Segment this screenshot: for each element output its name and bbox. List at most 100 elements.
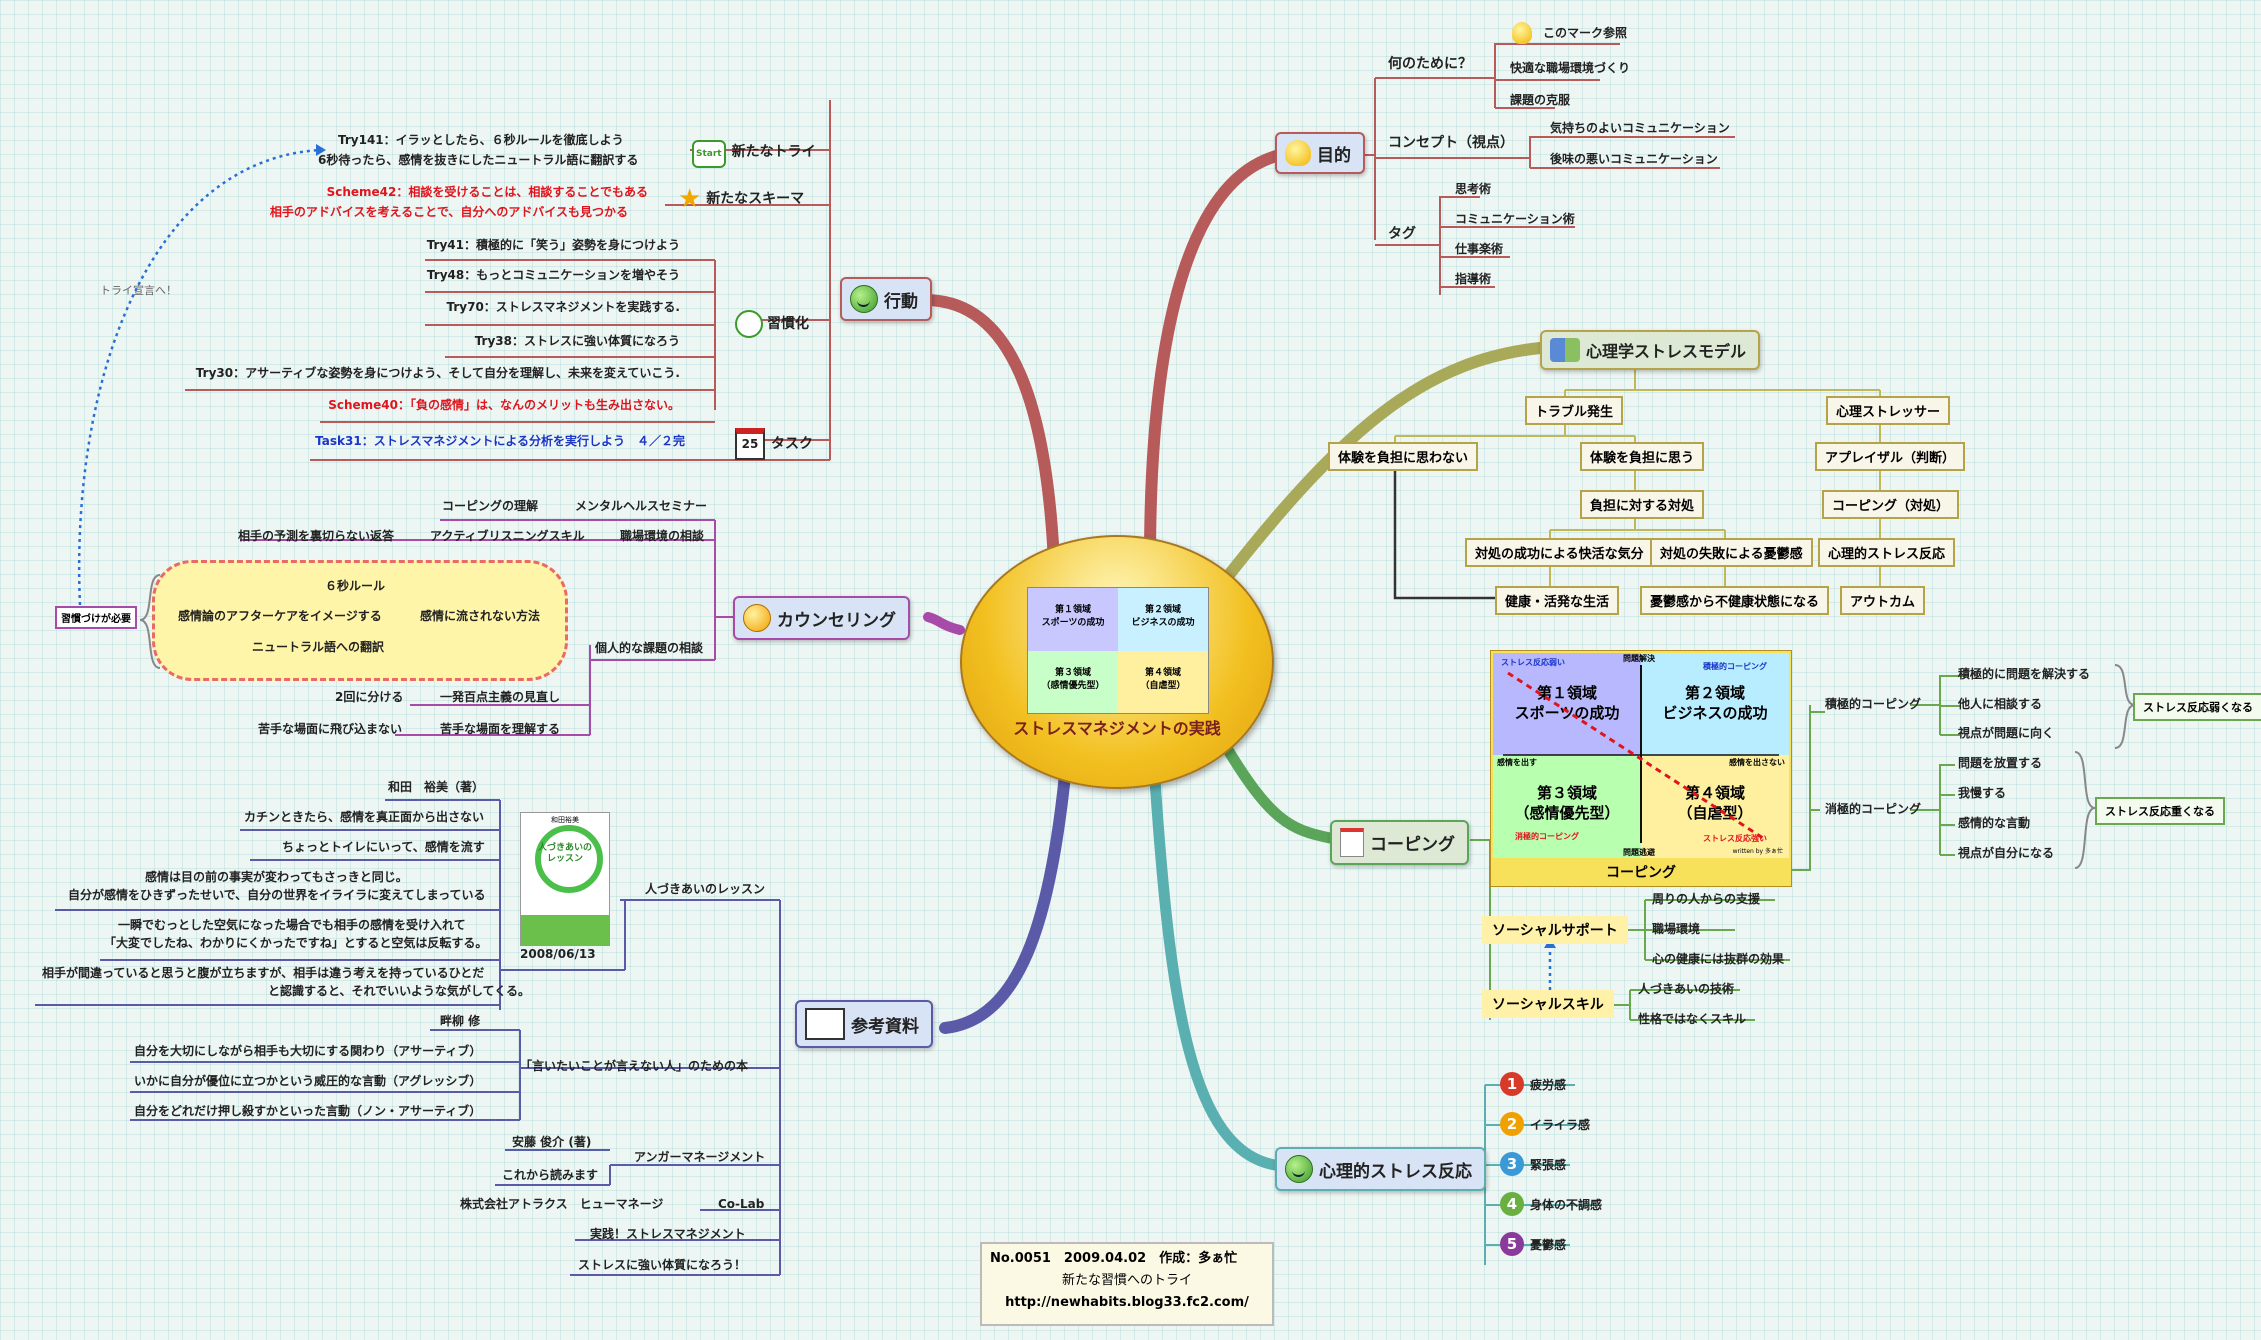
nikai[interactable]: 2回に分ける (335, 690, 404, 704)
habit-6[interactable]: Scheme40：「負の感情」は、なんのメリットも生み出さない。 (328, 398, 680, 412)
book1[interactable]: 人づきあいのレッスン (645, 882, 766, 896)
book1-e1[interactable]: 相手が間違っていると思うと腹が立ちますが、相手は違う考えを持っているひとだ (42, 966, 485, 980)
shokyoku[interactable]: 消極的コーピング (1825, 802, 1922, 816)
book2-b[interactable]: いかに自分が優位に立つかという威圧的な言動（アグレッシブ） (134, 1074, 482, 1088)
model-omowanai[interactable]: 体験を負担に思わない (1328, 442, 1479, 471)
kaiteki[interactable]: 快適な職場環境づくり (1510, 61, 1631, 75)
book1-date[interactable]: 2008/06/13 (520, 947, 596, 961)
mental-seminar[interactable]: メンタルヘルスセミナー (575, 499, 708, 513)
try141-a[interactable]: Try141：イラッとしたら、６秒ルールを徹底しよう (338, 133, 624, 147)
book2-c[interactable]: 自分をどれだけ押し殺すかといった言動（ノン・アサーティブ） (134, 1104, 482, 1118)
kadai[interactable]: 課題の克服 (1510, 93, 1571, 107)
tag-3[interactable]: 仕事楽術 (1455, 242, 1504, 256)
try141-b[interactable]: 6秒待ったら、感情を抜きにしたニュートラル語に翻訳する (318, 153, 639, 167)
coping-rikai[interactable]: コーピングの理解 (442, 499, 539, 513)
active-listening[interactable]: アクティブリスニングスキル (430, 529, 585, 543)
sekkyoku-3[interactable]: 視点が問題に向く (1958, 726, 2055, 740)
tag[interactable]: タグ (1388, 226, 1416, 242)
model-seiko[interactable]: 対処の成功による快活な気分 (1465, 538, 1654, 567)
nigate-rikai[interactable]: 苦手な場面を理解する (440, 722, 561, 736)
book2-a[interactable]: 自分を大切にしながら相手も大切にする関わり（アサーティブ） (134, 1044, 482, 1058)
book1-c2[interactable]: 自分が感情をひきずったせいで、自分の世界をイライラに変えてしまっている (68, 888, 486, 902)
nagasarenai[interactable]: 感情に流されない方法 (420, 609, 541, 623)
social-skill[interactable]: ソーシャルスキル (1482, 990, 1614, 1018)
branch-model[interactable]: 心理学ストレスモデル (1540, 330, 1761, 370)
kore-kara[interactable]: これから読みます (502, 1168, 599, 1182)
shokyoku-3[interactable]: 感情的な言動 (1958, 816, 2031, 830)
nigate-tobikomu[interactable]: 苦手な場面に飛び込まない (258, 722, 403, 736)
colab[interactable]: Co-Lab (718, 1197, 765, 1211)
shokuba-sodan[interactable]: 職場環境の相談 (620, 529, 705, 543)
book1-c1[interactable]: 感情は目の前の事実が変わってもさっきと同じ。 (145, 870, 408, 884)
tag-1[interactable]: 思考術 (1455, 182, 1492, 196)
branch-koudou[interactable]: 行動 (840, 277, 932, 321)
task31[interactable]: Task31：ストレスマネジメントによる分析を実行しよう ４／２完 (315, 434, 685, 448)
model-yuutsu[interactable]: 憂鬱感から不健康状態になる (1640, 586, 1830, 615)
book1-d1[interactable]: 一瞬でむっとした空気になった場合でも相手の感情を受け入れて (118, 918, 466, 932)
book1-d2[interactable]: 「大変でしたね、わかりにくかったですね」とすると空気は反転する。 (104, 936, 488, 950)
sk-2[interactable]: 性格ではなくスキル (1638, 1012, 1747, 1026)
scheme-label[interactable]: ★ 新たなスキーマ (678, 186, 804, 212)
shokyoku-2[interactable]: 我慢する (1958, 786, 2007, 800)
tag-4[interactable]: 指導術 (1455, 272, 1492, 286)
neutral-honyaku[interactable]: ニュートラル語への翻訳 (252, 640, 385, 654)
scheme42-b[interactable]: 相手のアドバイスを考えることで、自分へのアドバイスも見つかる (269, 205, 628, 219)
branch-mokuteki[interactable]: 目的 (1275, 132, 1365, 174)
habit-2[interactable]: Try48：もっとコミュニケーションを増やそう (426, 268, 680, 282)
model-stressor[interactable]: 心理ストレッサー (1826, 396, 1951, 425)
after-care[interactable]: 感情論のアフターケアをイメージする (178, 609, 382, 623)
atrax[interactable]: 株式会社アトラクス ヒューマネージ (460, 1197, 664, 1211)
sk-1[interactable]: 人づきあいの技術 (1638, 982, 1735, 996)
note-weak[interactable]: ストレス反応弱くなる (2133, 693, 2261, 721)
yosoku[interactable]: 相手の予測を裏切らない返答 (238, 529, 395, 543)
model-outcome[interactable]: アウトカム (1840, 586, 1926, 615)
sekkyoku-2[interactable]: 他人に相談する (1958, 697, 2043, 711)
sekkyoku-1[interactable]: 積極的に問題を解決する (1958, 667, 2091, 681)
kojin-kadai[interactable]: 個人的な課題の相談 (595, 641, 704, 655)
center-topic[interactable]: 第１領域 スポーツの成功 第２領域 ビジネスの成功 第３領域 （感情優先型） 第… (960, 535, 1274, 789)
ss-1[interactable]: 周りの人からの支援 (1652, 892, 1761, 906)
book1-e2[interactable]: と認識すると、それでいいような気がしてくる。 (268, 984, 530, 998)
branch-sanko[interactable]: 参考資料 (795, 1000, 933, 1048)
book1-a[interactable]: カチンときたら、感情を真正面から出さない (244, 810, 485, 824)
six-rule[interactable]: ６秒ルール (325, 579, 386, 593)
model-omou[interactable]: 体験を負担に思う (1580, 442, 1705, 471)
ss-2[interactable]: 職場環境 (1652, 922, 1701, 936)
nanno-tame[interactable]: 何のために？ (1388, 56, 1472, 72)
habit-1[interactable]: Try41：積極的に「笑う」姿勢を身につけよう (426, 238, 680, 252)
model-kenko[interactable]: 健康・活発な生活 (1495, 586, 1620, 615)
anger[interactable]: アンガーマネージメント (634, 1150, 766, 1164)
concept-1[interactable]: 気持ちのよいコミュニケーション (1550, 121, 1730, 135)
anger-author[interactable]: 安藤 俊介 (著) (512, 1135, 592, 1149)
model-hannou[interactable]: 心理的ストレス反応 (1818, 538, 1956, 567)
model-coping[interactable]: コーピング（対処） (1822, 490, 1960, 519)
habit-3[interactable]: Try70：ストレスマネジメントを実践する. (446, 300, 680, 314)
jissen[interactable]: 実践！ストレスマネジメント (590, 1227, 746, 1241)
habit-5[interactable]: Try30：アサーティブな姿勢を身につけよう、そして自分を理解し、未来を変えてい… (195, 366, 680, 380)
tsuyoi-taishitsu[interactable]: ストレスに強い体質になろう！ (578, 1258, 747, 1272)
social-support[interactable]: ソーシャルサポート (1482, 916, 1628, 944)
book2[interactable]: 「言いたいことが言えない人」のための本 (520, 1059, 749, 1073)
mark-sansho[interactable]: このマーク参照 (1543, 26, 1628, 40)
sekkyoku[interactable]: 積極的コーピング (1825, 697, 1922, 711)
shukanzuke-box[interactable]: 習慣づけが必要 (55, 606, 137, 629)
info-url[interactable]: http://newhabits.blog33.fc2.com/ (1005, 1295, 1249, 1310)
model-shippai[interactable]: 対処の失敗による憂鬱感 (1650, 538, 1813, 567)
concept[interactable]: コンセプト（視点） (1388, 135, 1514, 151)
model-appraisal[interactable]: アプレイザル（判断） (1815, 442, 1966, 471)
branch-hannou[interactable]: 心理的ストレス反応 (1275, 1147, 1486, 1191)
ippyaku[interactable]: 一発百点主義の見直し (440, 690, 561, 704)
shokyoku-4[interactable]: 視点が自分になる (1958, 846, 2055, 860)
book1-author[interactable]: 和田 裕美（著） (388, 780, 485, 794)
book2-author[interactable]: 畔柳 修 (440, 1014, 481, 1028)
model-trouble[interactable]: トラブル発生 (1525, 396, 1624, 425)
branch-coping[interactable]: コーピング (1330, 820, 1469, 865)
shokyoku-1[interactable]: 問題を放置する (1958, 756, 2043, 770)
